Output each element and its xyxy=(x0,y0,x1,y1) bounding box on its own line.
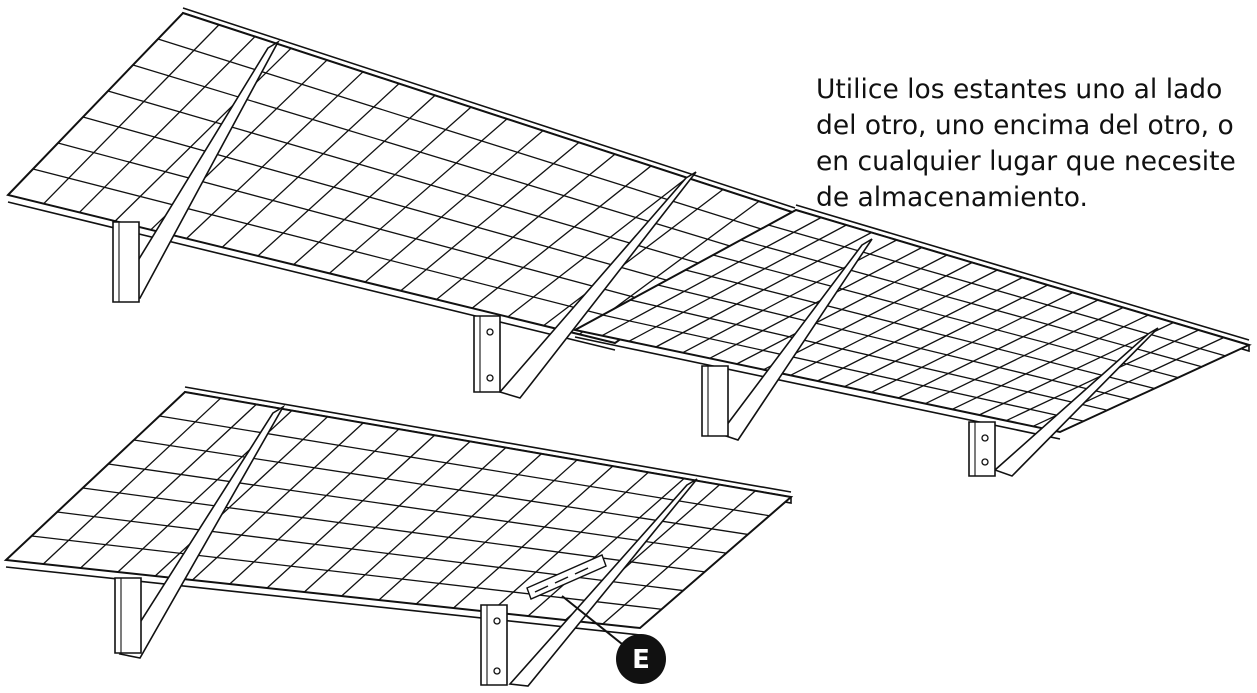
caption-line-2: del otro, uno encima del otro, o xyxy=(816,110,1234,141)
mounting-hole xyxy=(493,617,501,625)
bracket-gusset xyxy=(498,171,697,399)
deck-wire xyxy=(154,416,329,577)
deck-wire xyxy=(471,165,652,309)
mounting-hole xyxy=(981,458,989,466)
mounting-hole xyxy=(486,374,494,382)
shelf-top-left xyxy=(6,7,798,399)
deck-wire xyxy=(108,463,727,554)
bracket-wall-plate xyxy=(701,365,729,437)
deck-wire xyxy=(602,490,756,625)
caption-line-3: en cualquier lugar que necesite xyxy=(816,146,1236,177)
deck-wire xyxy=(266,434,435,589)
instruction-caption: Utilice los estantes uno al lado del otr… xyxy=(816,72,1256,216)
deck-wire xyxy=(303,440,471,593)
deck-wire xyxy=(527,477,685,617)
wire-deck xyxy=(572,204,1252,440)
deck-wire xyxy=(712,254,1179,379)
bracket-gusset xyxy=(508,478,698,687)
bracket-gusset xyxy=(718,238,873,441)
deck-wire xyxy=(42,397,222,565)
shelf-bracket xyxy=(473,171,697,399)
bracket-wall-plate xyxy=(473,315,501,393)
deck-wire xyxy=(602,314,1084,422)
deck-wire xyxy=(57,142,667,307)
shelf-group xyxy=(3,7,1252,687)
bracket-gusset xyxy=(118,39,281,300)
deck-wire xyxy=(378,453,542,601)
deck-wire xyxy=(740,239,1202,368)
bracket-wall-plate xyxy=(112,221,140,303)
deck-wire xyxy=(657,284,1132,401)
deck-wire xyxy=(229,428,400,585)
deck-wire xyxy=(490,471,649,613)
deck-wire xyxy=(453,465,614,609)
bracket-gusset xyxy=(118,404,286,659)
mounting-hole xyxy=(486,328,494,336)
deck-wire xyxy=(685,269,1155,390)
callout-letter: E xyxy=(632,645,650,675)
label-callout: E xyxy=(561,595,666,684)
deck-wire xyxy=(341,447,507,597)
deck-wire xyxy=(436,153,616,300)
deck-wire xyxy=(133,439,748,536)
deck-wire xyxy=(328,118,508,274)
deck-wire xyxy=(78,36,256,213)
deck-wire xyxy=(543,188,724,327)
deck-wire xyxy=(192,422,364,581)
callout-badge xyxy=(616,634,666,684)
deck-wire xyxy=(114,47,292,222)
shelf-bracket xyxy=(968,327,1159,477)
deck-wire xyxy=(31,535,662,610)
deck-wire xyxy=(32,168,641,326)
product-label xyxy=(526,554,607,600)
shelf-bottom xyxy=(3,386,794,687)
front-lip-wire xyxy=(7,201,616,351)
deck-wire xyxy=(80,403,257,569)
front-lip-wire xyxy=(5,566,641,636)
deck-wire xyxy=(221,83,400,248)
shelf-top-right xyxy=(572,204,1252,477)
wire-deck xyxy=(6,7,798,351)
shelf-bracket xyxy=(114,404,286,659)
back-top-wire xyxy=(184,386,792,493)
deck-wire xyxy=(107,90,719,270)
deck-wire xyxy=(132,64,744,251)
deck-wire xyxy=(415,459,578,605)
bracket-wall-plate xyxy=(114,577,142,654)
deck-wire xyxy=(507,177,688,318)
deck-wire xyxy=(82,116,693,288)
deck-wire xyxy=(43,24,220,205)
bracket-gusset xyxy=(993,327,1159,477)
product-label-text-mark xyxy=(534,585,549,593)
caption-line-4: de almacenamiento. xyxy=(816,182,1088,213)
product-label-text-mark xyxy=(554,576,569,584)
mounting-hole xyxy=(493,667,501,675)
deck-wire xyxy=(400,141,580,292)
mounting-hole xyxy=(981,434,989,442)
deck-wire xyxy=(630,299,1108,411)
back-top-wire xyxy=(795,204,1250,341)
product-label-text-mark xyxy=(574,567,589,575)
shelf-bracket xyxy=(112,39,281,303)
callout-leader-line xyxy=(561,595,633,653)
deck-wire xyxy=(293,106,472,266)
deck-wire xyxy=(364,130,544,283)
shelf-bracket xyxy=(701,238,873,441)
deck-wire xyxy=(186,71,364,240)
caption-line-1: Utilice los estantes uno al lado xyxy=(816,74,1223,105)
deck-wire xyxy=(257,94,436,257)
shelf-bracket xyxy=(480,478,698,687)
bracket-wall-plate xyxy=(968,421,996,477)
